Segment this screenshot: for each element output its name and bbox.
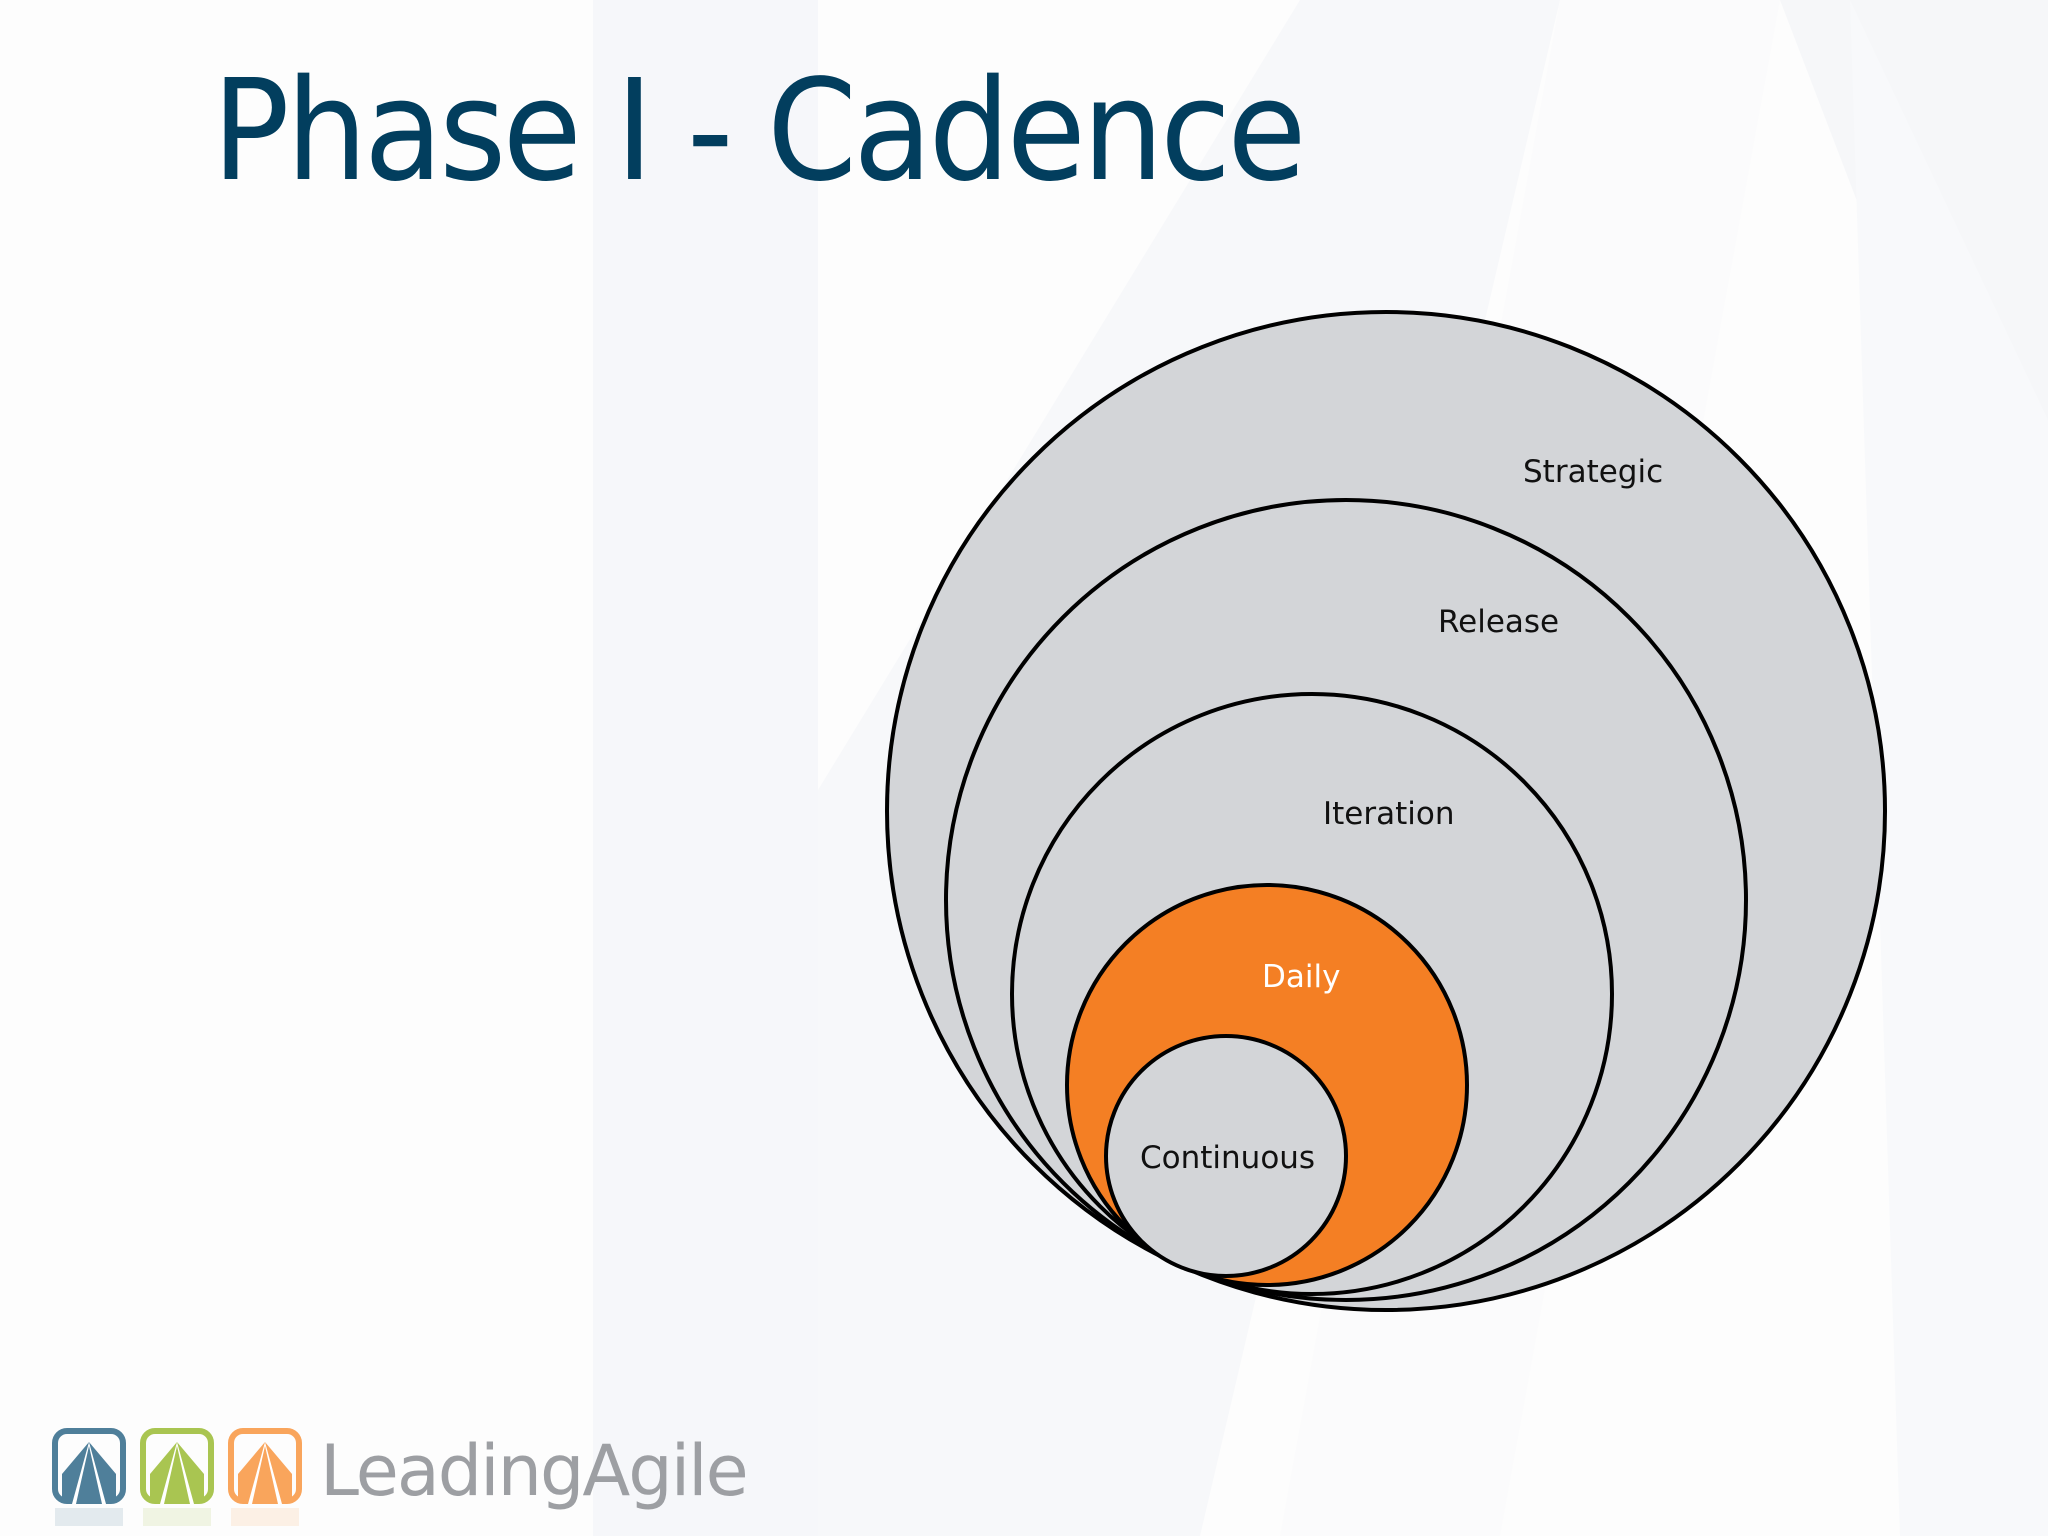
ring-continuous (1104, 1034, 1348, 1278)
label-continuous: Continuous (1140, 1140, 1315, 1176)
label-release: Release (1438, 604, 1559, 640)
green-peak-icon (140, 1428, 214, 1526)
label-iteration: Iteration (1323, 796, 1455, 832)
orange-peak-icon (228, 1428, 302, 1526)
logo-wordmark: LeadingAgile (320, 1430, 749, 1512)
label-strategic: Strategic (1523, 454, 1663, 490)
label-daily: Daily (1262, 959, 1340, 995)
blue-peak-icon (52, 1428, 126, 1526)
slide-title: Phase I - Cadence (212, 50, 1307, 213)
leadingagile-logo: LeadingAgile (52, 1428, 749, 1528)
